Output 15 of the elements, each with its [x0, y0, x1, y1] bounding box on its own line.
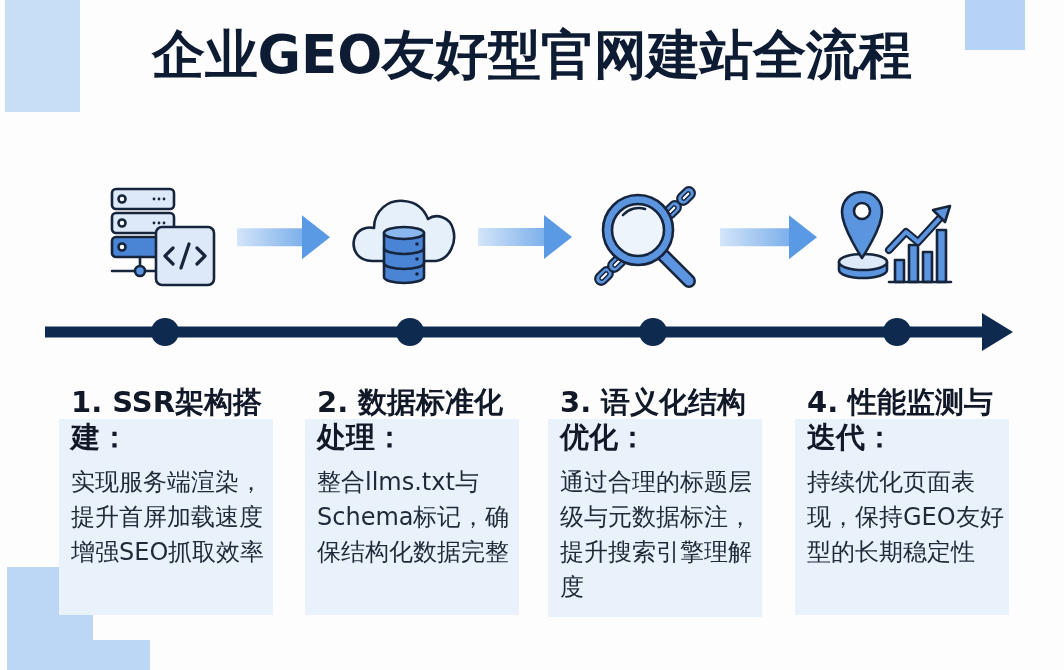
- step-card: [59, 385, 273, 615]
- location-chart-icon: [837, 190, 953, 285]
- step-heading: 1. SSR架构搭建：: [71, 385, 264, 455]
- arrow: [478, 215, 572, 259]
- step-description: 通过合理的标题层级与元数据标注，提升搜索引擎理解度: [560, 467, 753, 603]
- step-description: 实现服务端渲染，提升首屏加载速度增强SEO抓取效率: [71, 467, 266, 568]
- step-heading: 2. 数据标准化处理：: [317, 385, 505, 455]
- step-heading: 4. 性能监测与迭代：: [807, 385, 995, 455]
- step-description: 整合llms.txt与Schema标记，确保结构化数据完整: [317, 467, 511, 568]
- arrow: [237, 215, 330, 260]
- step-heading: 3. 语义化结构优化：: [560, 385, 748, 455]
- step-description: 持续优化页面表现，保持GEO友好型的长期稳定性: [807, 467, 1005, 568]
- server-code-icon: [110, 187, 217, 288]
- page-title: 企业GEO友好型官网建站全流程: [151, 23, 913, 87]
- arrow: [720, 215, 817, 260]
